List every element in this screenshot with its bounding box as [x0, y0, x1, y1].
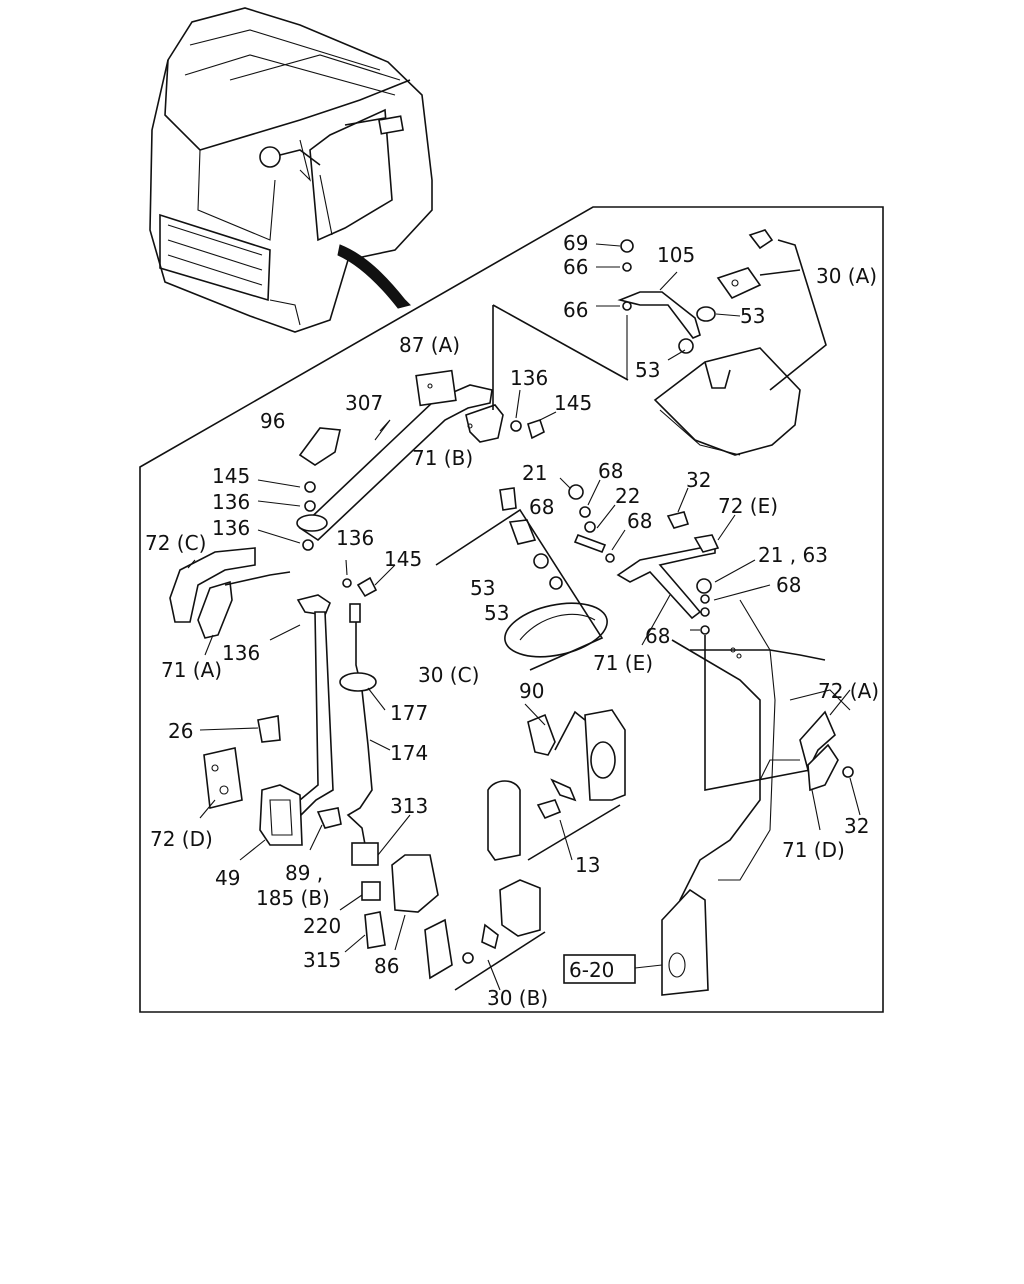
label-49: 49 [215, 866, 240, 890]
label-96: 96 [260, 409, 285, 433]
label-68: 68 [598, 459, 623, 483]
stay-71e [616, 511, 811, 791]
label-53: 53 [635, 358, 660, 382]
label-313: 313 [390, 794, 428, 818]
label-66: 66 [563, 298, 588, 322]
label-22: 22 [615, 484, 640, 508]
label-32: 32 [686, 468, 711, 492]
label-72d: 72 (D) [150, 827, 213, 851]
label-86: 86 [374, 954, 399, 978]
label-307: 307 [345, 391, 383, 415]
label-26: 26 [168, 719, 193, 743]
truck-cab-illustration [149, 7, 433, 333]
label-13: 13 [575, 853, 600, 877]
label-53: 53 [470, 576, 495, 600]
label-66: 66 [563, 255, 588, 279]
label-72a: 72 (A) [818, 679, 879, 703]
stay-307-group [296, 304, 629, 598]
door-pillar-section [661, 599, 854, 996]
label-136: 136 [336, 526, 374, 550]
label-136: 136 [510, 366, 548, 390]
label-30c: 30 (C) [418, 663, 479, 687]
label-53: 53 [740, 304, 765, 328]
mirror-assembly-30c [435, 484, 615, 671]
label-53: 53 [484, 601, 509, 625]
label-69: 69 [563, 231, 588, 255]
label-68: 68 [529, 495, 554, 519]
harness-group [339, 603, 379, 866]
label-30a: 30 (A) [816, 264, 877, 288]
label-32: 32 [844, 814, 869, 838]
label-71b: 71 (B) [412, 446, 473, 470]
label-136: 136 [212, 516, 250, 540]
label-145: 145 [212, 464, 250, 488]
label-68: 68 [776, 573, 801, 597]
label-71d: 71 (D) [782, 838, 845, 862]
label-145: 145 [384, 547, 422, 571]
label-177: 177 [390, 701, 428, 725]
label-71e: 71 (E) [593, 651, 653, 675]
mirror-assembly-30a [617, 229, 827, 456]
label-68: 68 [645, 624, 670, 648]
label-30b: 30 (B) [487, 986, 548, 1010]
label-185b: 185 (B) [256, 886, 330, 910]
label-72c: 72 (C) [145, 531, 206, 555]
label-71a: 71 (A) [161, 658, 222, 682]
label-68: 68 [627, 509, 652, 533]
label-136: 136 [222, 641, 260, 665]
mirror-assembly-30b [361, 709, 626, 991]
label-220: 220 [303, 914, 341, 938]
label-72e: 72 (E) [718, 494, 778, 518]
label-136: 136 [212, 490, 250, 514]
left-mirror-stay [169, 547, 342, 846]
label-21: 21 [522, 461, 547, 485]
label-105: 105 [657, 243, 695, 267]
label-90: 90 [519, 679, 544, 703]
leader-lines [187, 243, 861, 991]
label-145: 145 [554, 391, 592, 415]
label-21-63: 21 , 63 [758, 543, 828, 567]
label-315: 315 [303, 948, 341, 972]
diagram-frame [139, 206, 884, 1013]
label-89: 89 , [285, 861, 323, 885]
reference-box [563, 954, 636, 984]
label-87a: 87 (A) [399, 333, 460, 357]
label-6-20: 6-20 [569, 958, 614, 982]
part-labels: 69 66 105 30 (A) 66 53 53 87 (A) 307 136… [145, 231, 879, 1010]
label-174: 174 [390, 741, 428, 765]
